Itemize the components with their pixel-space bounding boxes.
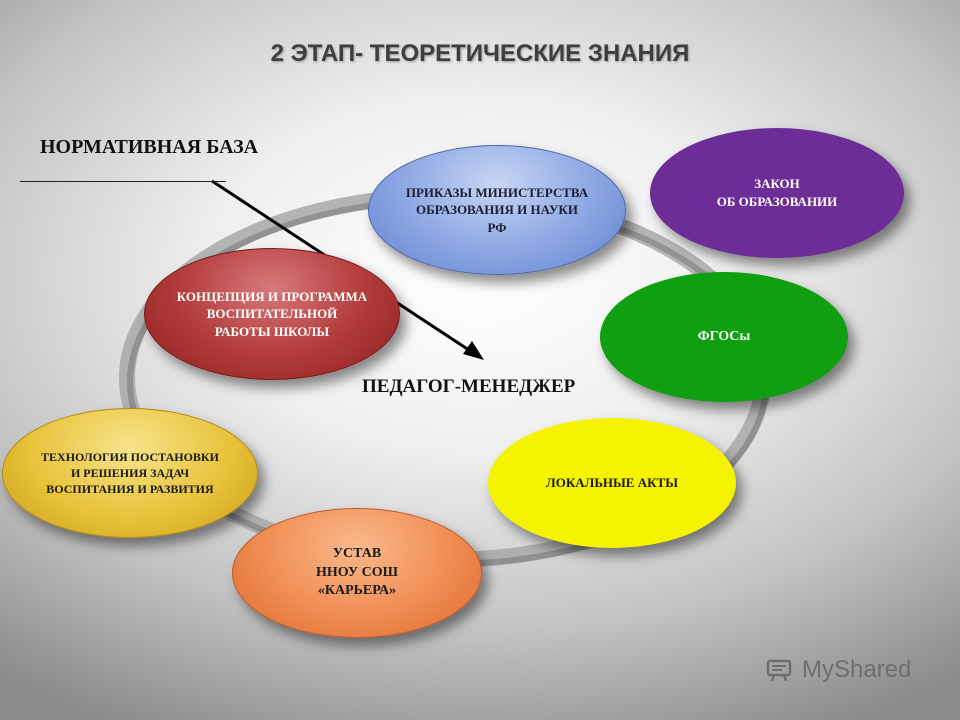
node-education-law: ЗАКОН ОБ ОБРАЗОВАНИИ bbox=[650, 128, 904, 258]
slide-title: 2 ЭТАП- ТЕОРЕТИЧЕСКИЕ ЗНАНИЯ bbox=[270, 40, 690, 67]
node-ministry-orders-label: ПРИКАЗЫ МИНИСТЕРСТВА ОБРАЗОВАНИЯ И НАУКИ… bbox=[405, 184, 589, 235]
normative-base-label: НОРМАТИВНАЯ БАЗА bbox=[40, 136, 259, 158]
node-technology-label: ТЕХНОЛОГИЯ ПОСТАНОВКИ И РЕШЕНИЯ ЗАДАЧ ВО… bbox=[41, 449, 219, 497]
node-fgos-label: ФГОСы bbox=[697, 328, 751, 344]
node-charter-label: УСТАВ ННОУ СОШ «КАРЬЕРА» bbox=[315, 545, 399, 599]
teacher-manager-label: ПЕДАГОГ-МЕНЕДЖЕР bbox=[362, 376, 576, 397]
watermark: MyShared bbox=[766, 656, 911, 684]
myshared-logo-icon bbox=[766, 659, 792, 682]
normative-base-underline bbox=[20, 181, 226, 182]
node-local-acts-label: ЛОКАЛЬНЫЕ АКТЫ bbox=[546, 475, 678, 491]
node-concept-program-label: КОНЦЕПЦИЯ И ПРОГРАММА ВОСПИТАТЕЛЬНОЙ РАБ… bbox=[176, 288, 368, 339]
watermark-text: MyShared bbox=[802, 656, 912, 683]
node-education-law-label: ЗАКОН ОБ ОБРАЗОВАНИИ bbox=[716, 176, 838, 209]
node-local-acts: ЛОКАЛЬНЫЕ АКТЫ bbox=[488, 418, 736, 548]
node-charter: УСТАВ ННОУ СОШ «КАРЬЕРА» bbox=[232, 508, 482, 638]
node-technology: ТЕХНОЛОГИЯ ПОСТАНОВКИ И РЕШЕНИЯ ЗАДАЧ ВО… bbox=[2, 408, 258, 538]
node-concept-program: КОНЦЕПЦИЯ И ПРОГРАММА ВОСПИТАТЕЛЬНОЙ РАБ… bbox=[144, 248, 400, 380]
node-fgos: ФГОСы bbox=[600, 272, 848, 402]
node-ministry-orders: ПРИКАЗЫ МИНИСТЕРСТВА ОБРАЗОВАНИЯ И НАУКИ… bbox=[368, 145, 626, 275]
